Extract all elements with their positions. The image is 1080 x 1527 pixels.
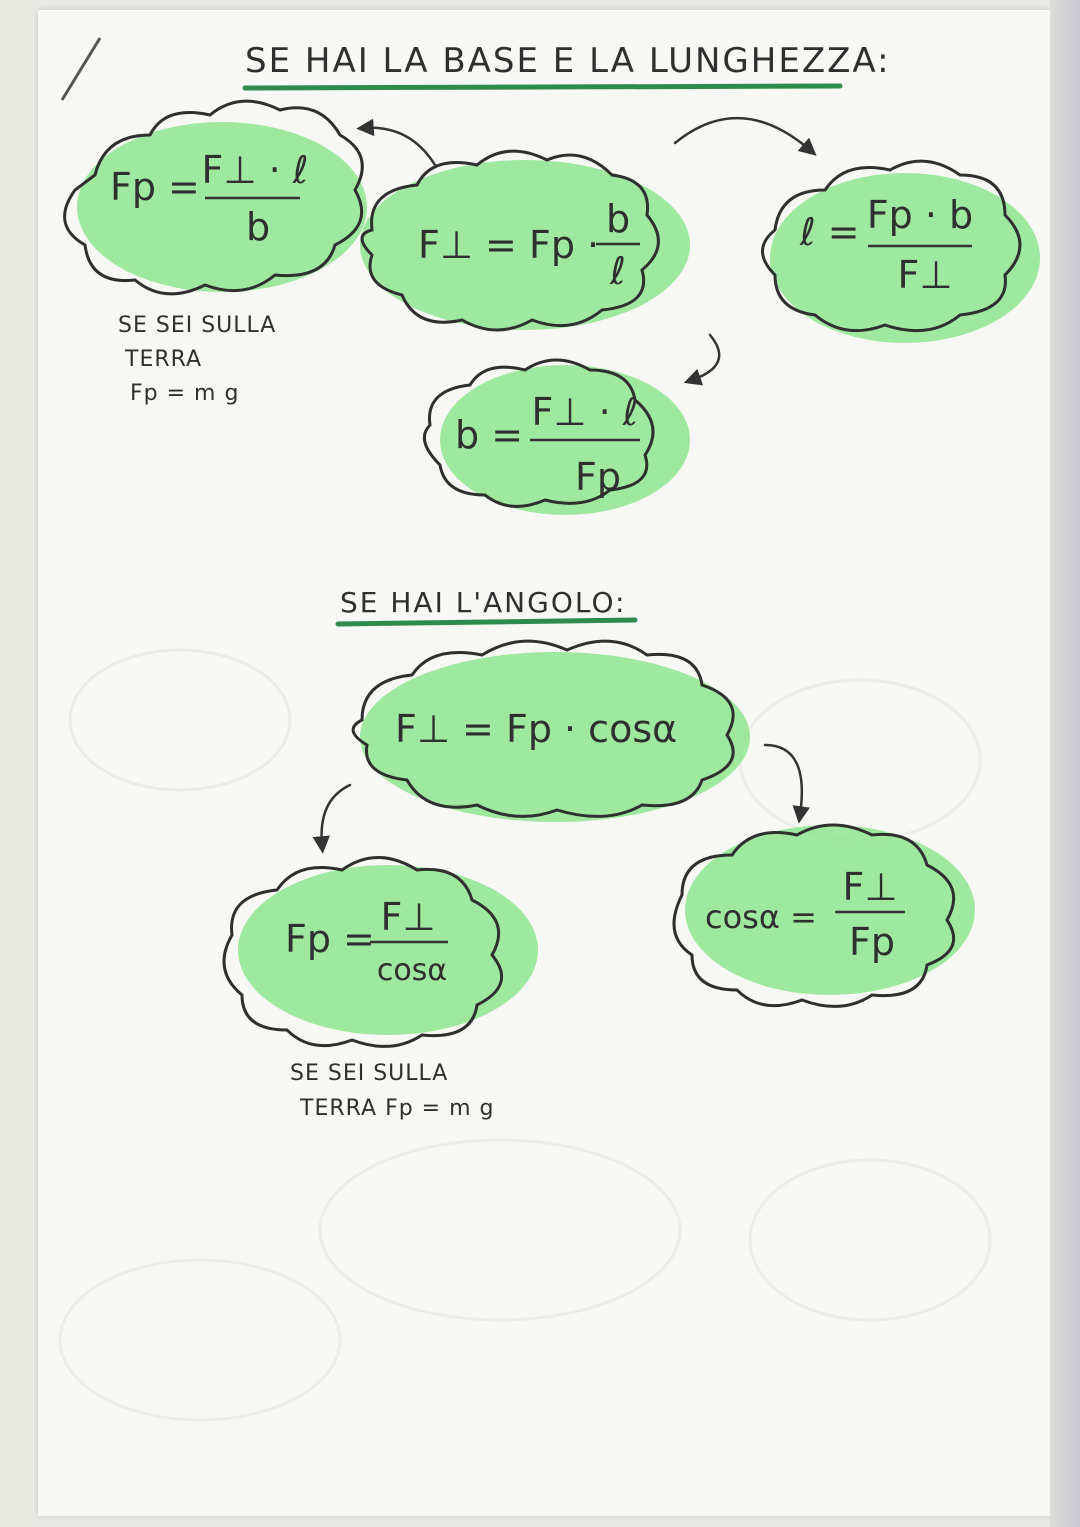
arrow-to-l xyxy=(673,116,817,156)
denominator: b xyxy=(246,205,270,249)
numerator: Fp · b xyxy=(867,193,973,237)
note-earth-1: SE SEI SULLA TERRA Fp = m g xyxy=(118,313,276,406)
lhs: F⊥ = Fp · xyxy=(418,223,599,267)
numerator: F⊥ · ℓ xyxy=(532,390,639,434)
denominator: ℓ xyxy=(609,249,626,293)
cloud-outline xyxy=(63,99,364,296)
arrow-to-b xyxy=(683,333,721,386)
cloud-fperp-angle-formula: F⊥ = Fp · cosα xyxy=(351,639,750,822)
lhs: Fp = xyxy=(285,917,375,961)
cloud-outline xyxy=(351,639,735,818)
numerator: F⊥ · ℓ xyxy=(202,148,309,192)
margin-mark xyxy=(60,37,102,101)
lhs: b = xyxy=(455,413,523,457)
cloud-fp-formula: Fp = F⊥ · ℓ b xyxy=(63,99,367,296)
cloud-fperp-formula: F⊥ = Fp · b ℓ xyxy=(360,149,690,332)
note-line: TERRA xyxy=(124,347,202,372)
formula-text: F⊥ = Fp · cosα xyxy=(395,707,677,751)
section1-heading: SE HAI LA BASE E LA LUNGHEZZA: xyxy=(245,41,891,81)
note-line: SE SEI SULLA xyxy=(290,1061,448,1086)
cloud-b-formula: b = F⊥ · ℓ Fp xyxy=(422,358,690,515)
denominator: Fp xyxy=(575,455,621,499)
note-line: TERRA Fp = m g xyxy=(299,1096,495,1121)
section1-underline xyxy=(242,83,843,91)
page-edge xyxy=(1050,0,1080,1527)
cloud-l-formula: ℓ = Fp · b F⊥ xyxy=(761,159,1040,343)
denominator: cosα xyxy=(377,953,447,988)
cloud-fp-angle-formula: Fp = F⊥ cosα xyxy=(222,856,538,1048)
lhs: Fp = xyxy=(110,165,200,209)
note-earth-2: SE SEI SULLA TERRA Fp = m g xyxy=(290,1061,495,1121)
arrow-to-fp-angle xyxy=(312,783,352,854)
numerator: F⊥ xyxy=(381,895,436,939)
lhs: cosα = xyxy=(705,898,817,936)
numerator: b xyxy=(606,197,630,241)
section2-underline xyxy=(335,617,638,627)
section2-heading: SE HAI L'ANGOLO: xyxy=(340,586,626,619)
note-line: SE SEI SULLA xyxy=(118,313,276,338)
lhs: ℓ = xyxy=(799,210,860,254)
cloud-outline xyxy=(672,823,956,1008)
cloud-outline xyxy=(222,856,503,1048)
cloud-outline xyxy=(761,159,1022,333)
denominator: F⊥ xyxy=(898,253,953,297)
denominator: Fp xyxy=(849,920,895,964)
arrow-to-fp xyxy=(356,118,437,167)
numerator: F⊥ xyxy=(843,865,898,909)
arrow-to-cos xyxy=(763,743,810,824)
cloud-outline xyxy=(360,149,660,332)
note-line: Fp = m g xyxy=(130,381,239,406)
cloud-outline xyxy=(422,358,655,508)
cloud-cos-formula: cosα = F⊥ Fp xyxy=(672,823,975,1008)
